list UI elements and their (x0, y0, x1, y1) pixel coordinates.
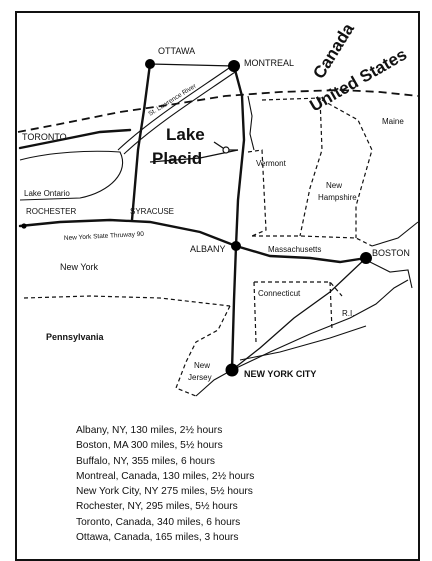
lake-placid-label-line2: Placid (152, 149, 202, 168)
lake-champlain (247, 95, 255, 151)
montreal-label: MONTREAL (244, 58, 294, 68)
boston-label: BOSTON (372, 248, 410, 258)
lake-ontario-shore (19, 150, 124, 201)
cape-cod (369, 261, 413, 289)
highway-albany-boston (234, 244, 368, 264)
distance-item: Albany, NY, 130 miles, 2½ hours (76, 425, 223, 436)
connecticut-east-border (329, 281, 333, 331)
pa-ny-border (23, 295, 231, 307)
thruway-east-west (18, 218, 238, 248)
distance-item: Ottawa, Canada, 165 miles, 3 hours (76, 532, 239, 544)
lake-placid-marker (222, 146, 230, 154)
new-hampshire-label-2: Hampshire (318, 193, 357, 202)
new-jersey-label-1: New (194, 361, 210, 370)
connecticut-label: Connecticut (258, 289, 301, 298)
maine-border (321, 99, 373, 238)
st-lawrence-river-bank (123, 69, 239, 155)
distance-item: Boston, MA 300 miles, 5½ hours (76, 440, 223, 452)
albany-dot (231, 241, 241, 251)
rochester-dot (21, 223, 27, 229)
north-shore-coast (371, 221, 419, 247)
lake-placid-label-line1: Lake (166, 125, 205, 144)
mass-north-border (252, 235, 373, 247)
distance-item: Buffalo, NY, 355 miles, 6 hours (76, 455, 215, 467)
rochester-label: ROCHESTER (26, 207, 76, 216)
st-lawrence-river (117, 65, 233, 151)
vermont-label: Vermont (256, 159, 287, 168)
ottawa-label: OTTAWA (158, 46, 195, 56)
lake-ontario-label: Lake Ontario (24, 189, 70, 198)
highway-ottawa (130, 62, 152, 222)
distance-item: Rochester, NY, 295 miles, 5½ hours (76, 501, 238, 513)
boston-dot (360, 252, 372, 264)
highway-nyc-boston (231, 257, 367, 371)
new-hampshire-label-1: New (326, 181, 342, 190)
ottawa-dot (145, 59, 155, 69)
distance-list: Albany, NY, 130 miles, 2½ hours Boston, … (76, 423, 254, 545)
vermont-border (247, 149, 267, 237)
syracuse-label: SYRACUSE (130, 207, 174, 216)
coastline (195, 279, 409, 397)
long-island (239, 325, 367, 361)
massachusetts-label: Massachusetts (268, 245, 321, 254)
border-line (17, 89, 419, 133)
distance-item: Toronto, Canada, 340 miles, 6 hours (76, 516, 241, 528)
new-york-label: New York (60, 262, 99, 272)
distance-item: Montreal, Canada, 130 miles, 2½ hours (76, 470, 255, 482)
ri-label: R.I. (342, 309, 354, 318)
maine-label: Maine (382, 117, 404, 126)
albany-label: ALBANY (190, 244, 226, 254)
map-frame (15, 11, 420, 561)
montreal-dot (228, 60, 240, 72)
nh-border (261, 97, 323, 237)
st-lawrence-label: St. Lawrence River (147, 82, 198, 117)
highway-ottawa-montreal (149, 63, 235, 67)
new-york-city-label: NEW YORK CITY (244, 369, 316, 379)
new-jersey-label-2: Jersey (188, 373, 212, 382)
pennsylvania-label: Pennsylvania (46, 332, 105, 342)
nj-border (175, 305, 231, 397)
connecticut-west-border (253, 281, 257, 343)
highway-toronto (18, 128, 132, 150)
new-york-city-dot (225, 363, 239, 377)
distance-item: New York City, NY 275 miles, 5½ hours (76, 486, 253, 498)
thruway-label: New York State Thruway 90 (64, 231, 145, 242)
highway-north-south (230, 64, 246, 372)
toronto-label: TORONTO (22, 132, 67, 142)
